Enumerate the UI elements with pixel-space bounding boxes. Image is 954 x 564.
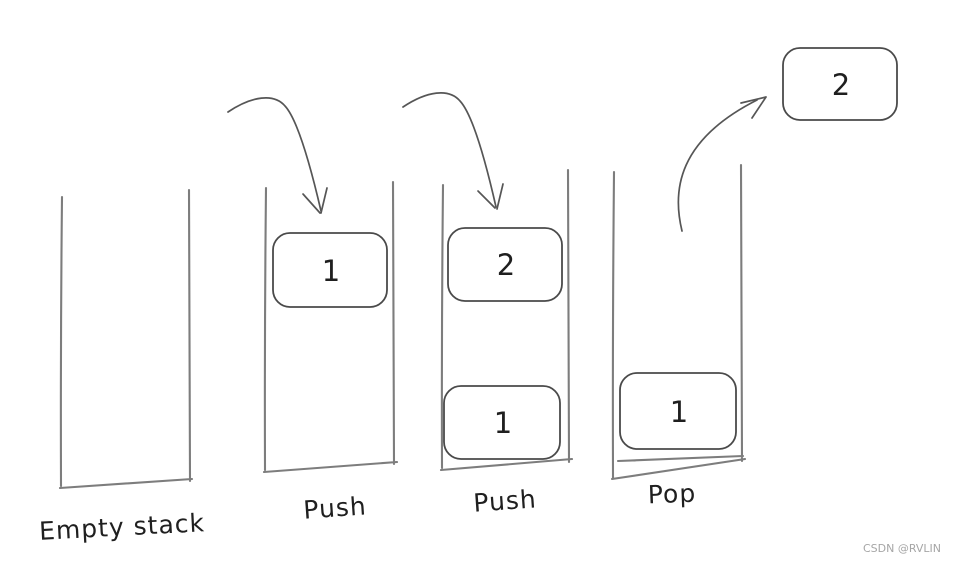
push-arrow-icon <box>227 97 322 212</box>
stack-item-value: 1 <box>322 254 340 288</box>
popped-item-value: 2 <box>832 68 850 102</box>
stack-push-1: 1 Push <box>227 97 399 525</box>
stack-label: Pop <box>647 479 696 510</box>
pop-arrowhead-icon <box>740 96 767 119</box>
popped-item: 2 <box>782 47 898 121</box>
stack-item-box <box>443 385 561 460</box>
stack-item-box <box>447 227 563 302</box>
stack-item-value: 1 <box>494 406 512 440</box>
push-arrowhead-icon <box>477 183 504 210</box>
stack-item-box <box>272 232 388 308</box>
stack-walls <box>262 180 399 474</box>
stack-walls <box>610 163 747 481</box>
push-arrow-icon <box>402 92 497 208</box>
stack-label: Push <box>472 484 537 517</box>
push-arrowhead-icon <box>302 187 328 214</box>
stack-pop: 1 Pop <box>610 96 767 510</box>
stack-push-2: 2 1 Push <box>402 92 574 518</box>
stack-item-value: 2 <box>497 248 515 282</box>
stack-item-box <box>619 372 737 450</box>
stack-label: Push <box>302 491 367 524</box>
stack-walls <box>58 188 194 490</box>
stack-label: Empty stack <box>38 508 205 546</box>
stack-item-value: 1 <box>670 395 688 429</box>
stack-walls <box>439 168 574 472</box>
popped-item-box <box>782 47 898 121</box>
stack-empty: Empty stack <box>38 188 206 546</box>
pop-arrow-icon <box>677 99 758 232</box>
watermark: CSDN @RVLIN <box>863 542 941 555</box>
